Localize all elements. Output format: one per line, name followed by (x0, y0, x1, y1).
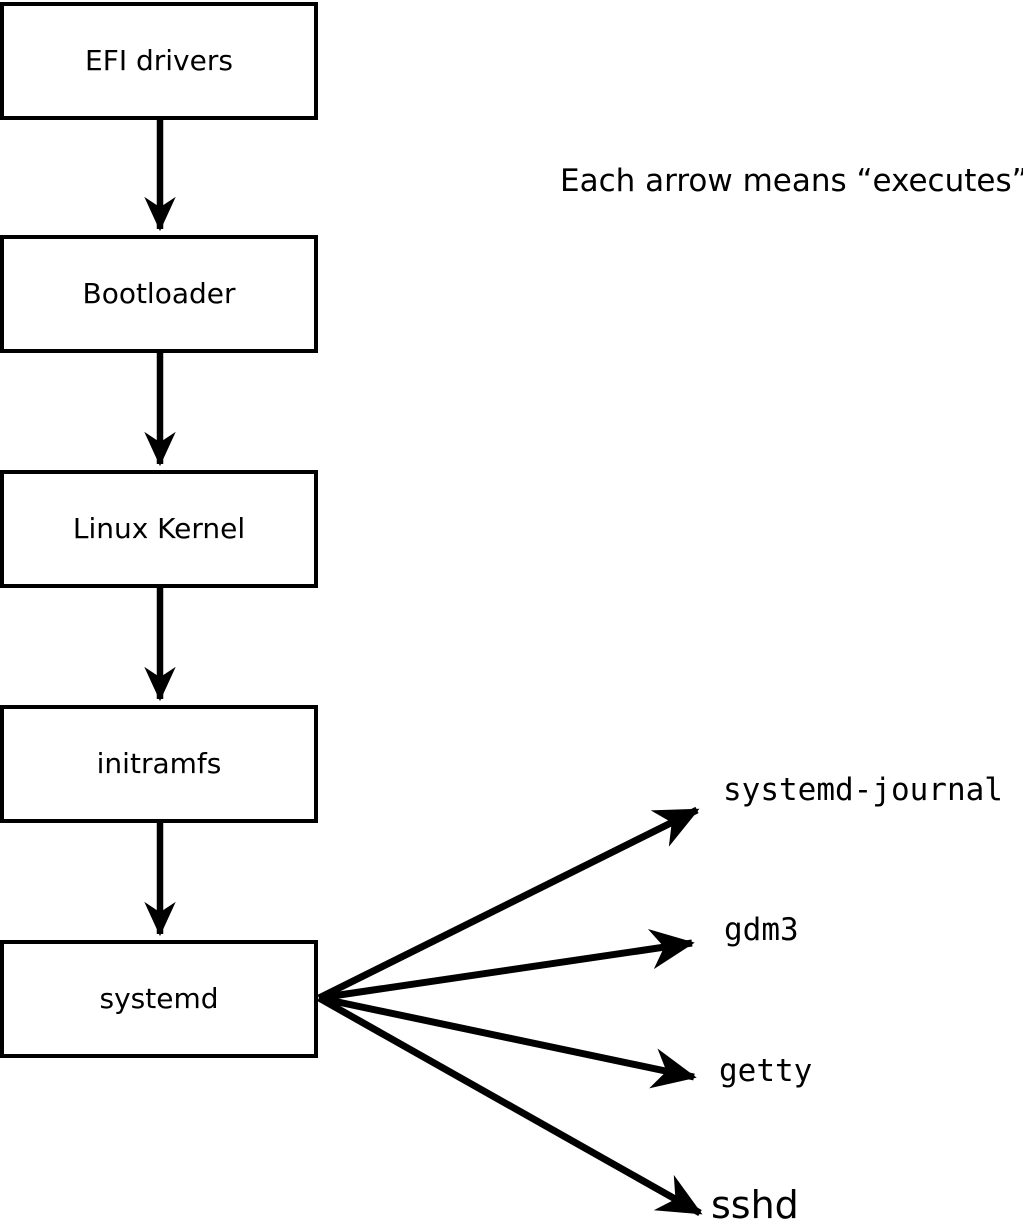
box-linux-kernel: Linux Kernel (0, 470, 318, 588)
arrow-systemd-to-getty (318, 994, 697, 1089)
box-efi-drivers-label: EFI drivers (85, 44, 233, 77)
box-initramfs-label: initramfs (96, 747, 222, 780)
arrow-legend-note: Each arrow means “executes”. (560, 163, 1023, 199)
box-systemd: systemd (0, 940, 318, 1058)
arrow-systemd-to-gdm3 (318, 928, 695, 1002)
box-bootloader: Bootloader (0, 235, 318, 353)
box-linux-kernel-label: Linux Kernel (72, 512, 246, 545)
process-label-sshd: sshd (711, 1183, 799, 1227)
arrow-systemd-to-systemd-journal (317, 806, 700, 1002)
process-label-getty: getty (719, 1053, 813, 1089)
process-label-gdm3: gdm3 (724, 912, 799, 948)
arrow-systemd-to-sshd (317, 994, 703, 1217)
box-initramfs: initramfs (0, 705, 318, 823)
process-label-systemd-journal: systemd-journal (723, 772, 1003, 808)
box-efi-drivers: EFI drivers (0, 2, 318, 120)
box-systemd-label: systemd (99, 982, 219, 1015)
box-bootloader-label: Bootloader (82, 277, 236, 310)
